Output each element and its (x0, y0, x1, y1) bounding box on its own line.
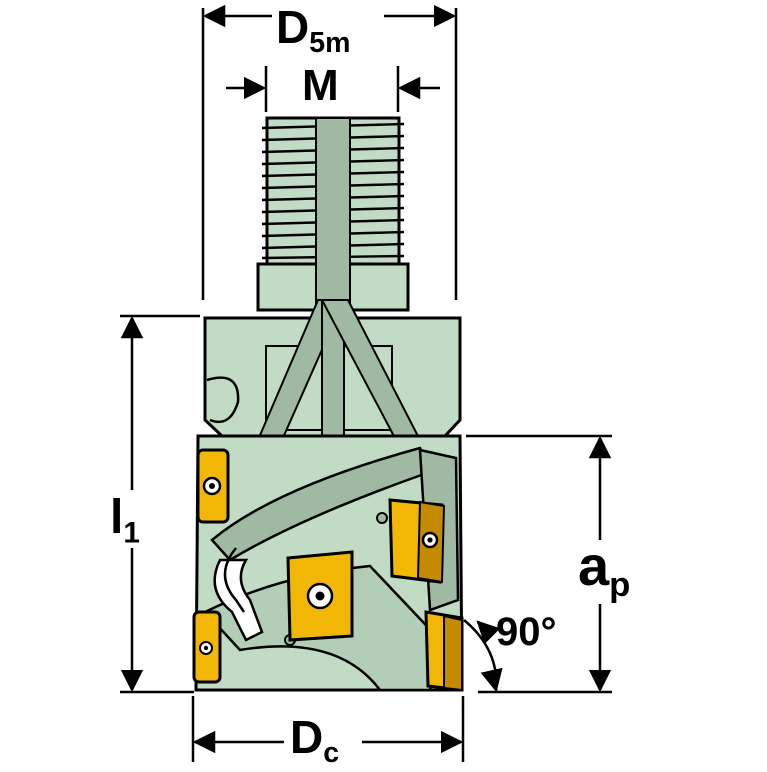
label-dc: Dc (290, 714, 339, 768)
label-l1: l1 (110, 494, 140, 548)
label-d5m-main: D (276, 1, 310, 53)
dimension-lines (120, 4, 612, 762)
insert-top-left (196, 448, 230, 524)
label-ap-sub: p (609, 566, 631, 605)
label-dc-main: D (290, 711, 324, 763)
label-ap-main: a (578, 534, 610, 597)
label-dc-sub: c (323, 737, 340, 770)
cutting-inserts (192, 448, 464, 692)
label-angle: 90° (496, 612, 557, 652)
label-l1-sub: 1 (123, 516, 140, 550)
threaded-shank (256, 116, 410, 312)
label-ap: ap (578, 538, 630, 603)
label-m: M (302, 64, 339, 108)
insert-bottom-left (192, 610, 222, 684)
label-m-main: M (302, 61, 339, 110)
label-angle-main: 90° (496, 610, 557, 654)
coolant-channels (256, 299, 422, 441)
cutter-collar (203, 299, 462, 441)
insert-right-upper (388, 498, 446, 584)
label-d5m: D5m (276, 4, 350, 58)
insert-center (286, 550, 354, 642)
insert-bottom-right (424, 610, 464, 692)
label-l1-main: l (110, 491, 124, 544)
label-d5m-sub: 5m (309, 27, 351, 60)
